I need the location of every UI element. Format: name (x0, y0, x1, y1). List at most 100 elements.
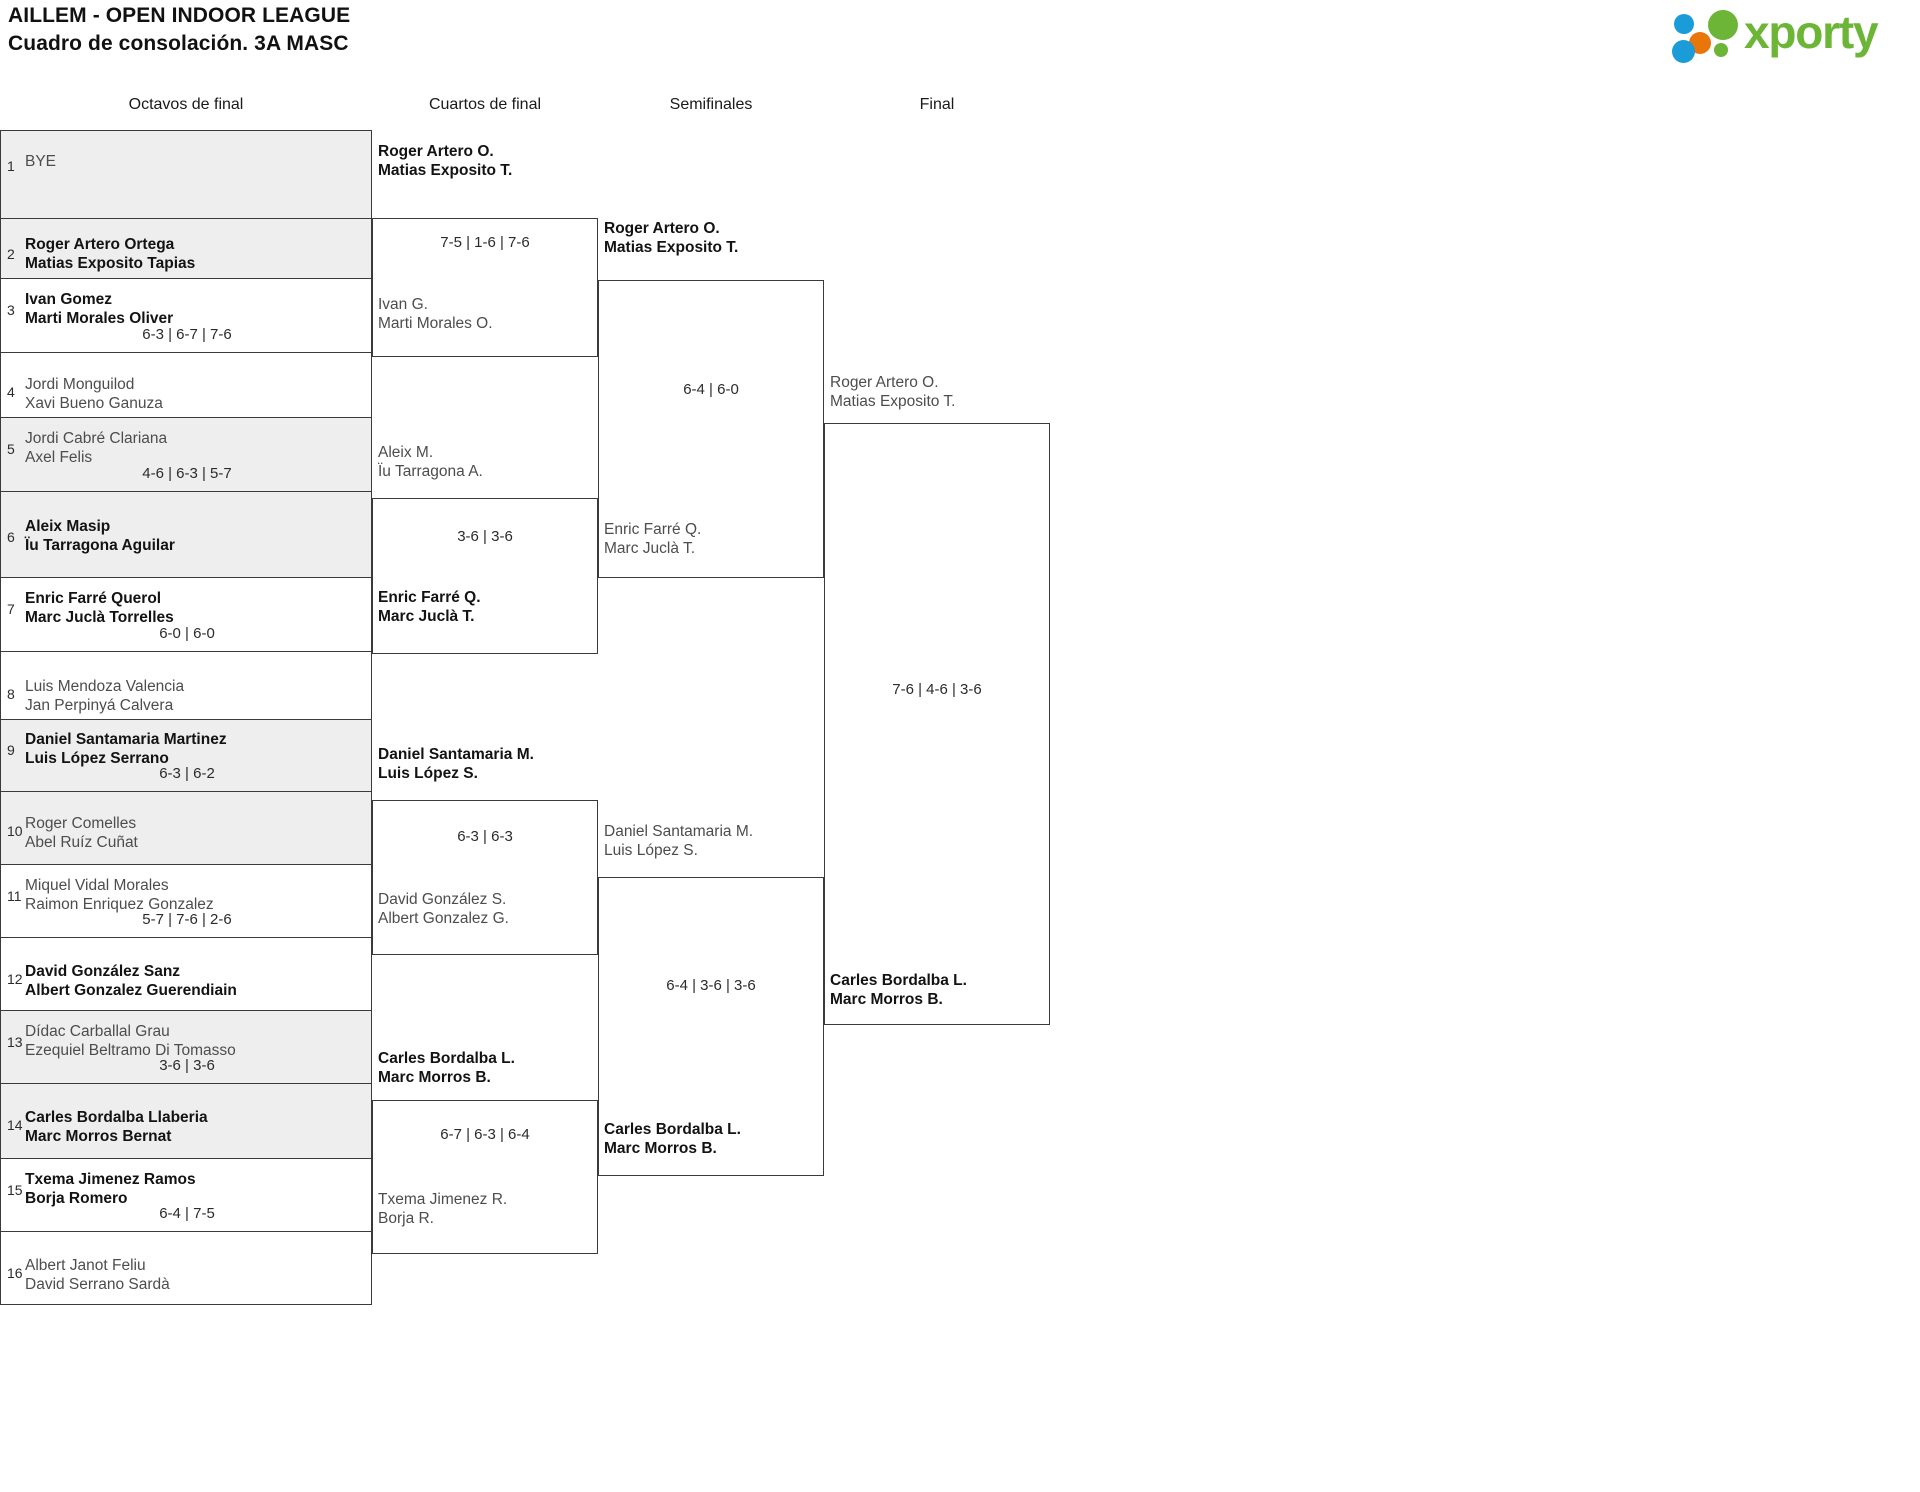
player-names: Albert Janot Feliu David Serrano Sardà (25, 1257, 170, 1294)
player-names: David González Sanz Albert Gonzalez Guer… (25, 963, 237, 1000)
final-entry-1[interactable]: Roger Artero O. Matias Exposito T. (830, 373, 956, 411)
player-2: Matias Exposito T. (830, 393, 956, 410)
player-1: Enric Farré Q. (604, 521, 702, 538)
player-names: BYE (25, 153, 56, 172)
player-1: Aleix Masip (25, 518, 111, 535)
player-names: Ivan Gomez Marti Morales Oliver (25, 291, 173, 328)
qf-entry-2[interactable]: Ivan G. Marti Morales O. (378, 295, 493, 333)
qf-entry-7[interactable]: Carles Bordalba L. Marc Morros B. (378, 1049, 515, 1087)
player-2: Xavi Bueno Ganuza (25, 394, 163, 412)
logo-dot-green-small-icon (1714, 43, 1728, 57)
round-header-octavos: Octavos de final (128, 96, 244, 113)
sf-entry-3[interactable]: Daniel Santamaria M. Luis López S. (604, 822, 753, 860)
r16-slot-1[interactable]: 1 BYE (0, 130, 372, 219)
tournament-name: AILLEM - OPEN INDOOR LEAGUE (8, 4, 351, 27)
match-score: 6-3 | 6-2 (159, 765, 215, 782)
r16-slot-13[interactable]: 13 Dídac Carballal Grau Ezequiel Beltram… (0, 1011, 372, 1084)
r16-slot-5[interactable]: 5 Jordi Cabré Clariana Axel Felis 4-6 | … (0, 418, 372, 492)
player-1: Daniel Santamaria M. (604, 823, 754, 840)
player-2: Marti Morales O. (378, 315, 493, 332)
r16-slot-8[interactable]: 8 Luis Mendoza Valencia Jan Perpinyá Cal… (0, 652, 372, 720)
player-2: Raimon Enriquez Gonzalez (25, 895, 214, 913)
r16-slot-6[interactable]: 6 Aleix Masip Ïu Tarragona Aguilar (0, 492, 372, 578)
qf-entry-4[interactable]: Enric Farré Q. Marc Juclà T. (378, 588, 481, 626)
r16-slot-12[interactable]: 12 David González Sanz Albert Gonzalez G… (0, 938, 372, 1011)
r16-slot-14[interactable]: 14 Carles Bordalba Llaberia Marc Morros … (0, 1084, 372, 1159)
seed-number: 10 (7, 823, 23, 839)
player-2: Ezequiel Beltramo Di Tomasso (25, 1041, 236, 1059)
round-header-final: Final (919, 96, 955, 113)
match-score: 6-4 | 6-0 (683, 381, 739, 398)
r16-slot-9[interactable]: 9 Daniel Santamaria Martinez Luis López … (0, 720, 372, 792)
round-header-cuartos: Cuartos de final (428, 96, 542, 113)
seed-number: 6 (7, 529, 15, 545)
logo-dot-green-large-icon (1708, 10, 1738, 40)
sf-entry-1[interactable]: Roger Artero O. Matias Exposito T. (604, 219, 738, 257)
r16-slot-3[interactable]: 3 Ivan Gomez Marti Morales Oliver 6-3 | … (0, 279, 372, 353)
player-2: Marc Juclà Torrelles (25, 608, 174, 626)
seed-number: 16 (7, 1265, 23, 1281)
r16-slot-11[interactable]: 11 Miquel Vidal Morales Raimon Enriquez … (0, 865, 372, 938)
player-1: Ivan Gomez (25, 291, 112, 308)
seed-number: 4 (7, 384, 15, 400)
player-1: Carles Bordalba L. (830, 972, 967, 989)
player-names: Txema Jimenez Ramos Borja Romero (25, 1171, 196, 1208)
seed-number: 13 (7, 1034, 23, 1050)
match-score: 5-7 | 7-6 | 2-6 (142, 911, 232, 928)
match-score: 6-3 | 6-3 (457, 828, 513, 845)
qf-entry-8[interactable]: Txema Jimenez R. Borja R. (378, 1190, 507, 1228)
player-2: Luis López S. (378, 765, 478, 782)
player-2: Marc Morros B. (830, 991, 943, 1008)
player-1: Dídac Carballal Grau (25, 1023, 170, 1040)
player-names: Miquel Vidal Morales Raimon Enriquez Gon… (25, 877, 214, 914)
player-1: Carles Bordalba L. (604, 1121, 741, 1138)
logo-wordmark: xporty (1744, 6, 1879, 58)
seed-number: 8 (7, 686, 15, 702)
qf-match-box-1[interactable] (372, 218, 598, 357)
r16-slot-16[interactable]: 16 Albert Janot Feliu David Serrano Sard… (0, 1232, 372, 1305)
player-1: Ivan G. (378, 296, 428, 313)
player-2: Luis López S. (604, 842, 698, 859)
qf-entry-3[interactable]: Aleix M. Ïu Tarragona A. (378, 443, 483, 481)
player-1: BYE (25, 153, 57, 170)
r16-slot-2[interactable]: 2 Roger Artero Ortega Matias Exposito Ta… (0, 219, 372, 279)
player-2: Matias Exposito Tapias (25, 254, 196, 272)
player-names: Jordi Cabré Clariana Axel Felis (25, 430, 167, 467)
player-2: Borja R. (378, 1210, 434, 1227)
player-2: Marc Morros Bernat (25, 1127, 172, 1145)
r16-slot-7[interactable]: 7 Enric Farré Querol Marc Juclà Torrelle… (0, 578, 372, 652)
match-score: 6-4 | 3-6 | 3-6 (666, 977, 756, 994)
sf-match-box-1[interactable] (598, 280, 824, 578)
r16-slot-4[interactable]: 4 Jordi Monguilod Xavi Bueno Ganuza (0, 353, 372, 418)
qf-match-box-2[interactable] (372, 498, 598, 654)
player-2: Matias Exposito T. (604, 239, 739, 256)
qf-entry-6[interactable]: David González S. Albert Gonzalez G. (378, 890, 509, 928)
sf-match-box-2[interactable] (598, 877, 824, 1176)
final-entry-2[interactable]: Carles Bordalba L. Marc Morros B. (830, 971, 967, 1009)
seed-number: 2 (7, 246, 15, 262)
player-2: Albert Gonzalez Guerendiain (25, 981, 237, 999)
r16-slot-10[interactable]: 10 Roger Comelles Abel Ruíz Cuñat (0, 792, 372, 865)
sf-entry-2[interactable]: Enric Farré Q. Marc Juclà T. (604, 520, 701, 558)
match-score: 6-3 | 6-7 | 7-6 (142, 326, 232, 343)
player-2: Jan Perpinyá Calvera (25, 696, 174, 714)
player-1: Jordi Cabré Clariana (25, 430, 168, 447)
player-2: Marc Morros B. (378, 1069, 491, 1086)
match-score: 3-6 | 3-6 (159, 1057, 215, 1074)
sf-entry-4[interactable]: Carles Bordalba L. Marc Morros B. (604, 1120, 741, 1158)
logo-dot-blue-small-icon (1674, 14, 1694, 34)
player-2: Axel Felis (25, 448, 93, 466)
qf-match-box-4[interactable] (372, 1100, 598, 1254)
qf-entry-1[interactable]: Roger Artero O. Matias Exposito T. (378, 142, 512, 180)
player-1: Luis Mendoza Valencia (25, 678, 185, 695)
final-match-box[interactable] (824, 423, 1050, 1025)
player-1: Roger Comelles (25, 815, 137, 832)
player-2: Borja Romero (25, 1189, 128, 1207)
player-names: Jordi Monguilod Xavi Bueno Ganuza (25, 376, 163, 413)
player-1: Carles Bordalba L. (378, 1050, 515, 1067)
player-names: Dídac Carballal Grau Ezequiel Beltramo D… (25, 1023, 236, 1060)
r16-slot-15[interactable]: 15 Txema Jimenez Ramos Borja Romero 6-4 … (0, 1159, 372, 1232)
qf-entry-5[interactable]: Daniel Santamaria M. Luis López S. (378, 745, 534, 783)
qf-match-box-3[interactable] (372, 800, 598, 955)
player-2: Ïu Tarragona A. (378, 463, 483, 480)
